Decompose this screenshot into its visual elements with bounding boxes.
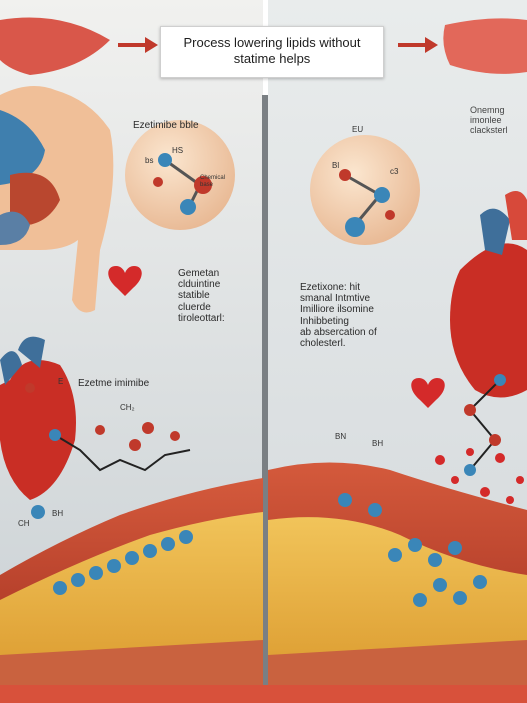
callout-text: Gemetan clduintine statible cluerde tiro… [178, 268, 225, 324]
atom [345, 217, 365, 237]
artery-top-right [443, 18, 527, 74]
atom [464, 404, 476, 416]
atom [95, 425, 105, 435]
arrow-icon [425, 37, 438, 53]
organ-intestine [0, 211, 30, 245]
chain-label: CH [18, 519, 30, 528]
heart-icon [411, 378, 445, 408]
marker-e: E [58, 377, 64, 386]
molecule-chain [54, 434, 191, 472]
atom [49, 429, 61, 441]
heart-vessel [18, 336, 45, 368]
heart-icon [108, 266, 142, 296]
bond [164, 158, 201, 187]
floor-band [0, 685, 527, 703]
anatomical-heart-right [450, 243, 527, 398]
anatomical-heart-left [0, 360, 76, 500]
atom-label: Bl [332, 161, 340, 170]
atom [385, 210, 395, 220]
atom [464, 464, 476, 476]
atom-label: c3 [390, 167, 399, 176]
bond [469, 439, 496, 471]
organ-liver [10, 172, 60, 226]
heart-vessel [0, 351, 22, 385]
artery-top-left [0, 17, 110, 75]
atom-label: Chemical base [200, 175, 226, 188]
molecule-orb-right [310, 135, 420, 245]
atom [180, 199, 196, 215]
title-card: Process lowering lipids without statime … [160, 26, 384, 78]
atom [153, 177, 163, 187]
atom-label: HS [172, 146, 184, 155]
page-title: Process lowering lipids without statime … [183, 35, 361, 67]
panel-divider [262, 95, 268, 695]
atom [374, 187, 390, 203]
atom [494, 374, 506, 386]
atom [339, 169, 351, 181]
heart-vessel [480, 208, 510, 255]
bond [469, 379, 501, 411]
chain-label: BH [372, 439, 384, 448]
atom [25, 383, 35, 393]
atom-label: EU [352, 125, 364, 134]
chain-label: BH [52, 509, 64, 518]
chain-label: BN [335, 432, 347, 441]
atom [129, 439, 141, 451]
molecule-label: Ezetimibe bble [133, 120, 199, 131]
bond [469, 409, 496, 441]
corner-text: Onemng imonlee clacksterl [470, 105, 508, 136]
molecule-orb-left [125, 120, 235, 230]
organ-lungs [0, 110, 45, 185]
cholesterol-chain-left [53, 530, 193, 595]
arrow-icon [145, 37, 158, 53]
cholesterol-chain-right [338, 493, 487, 607]
drug-label: Ezetme imimibe [78, 378, 150, 389]
atom [194, 176, 212, 194]
heart-vessel [505, 191, 527, 240]
atom [142, 422, 154, 434]
chain-label: CH₂ [120, 403, 135, 412]
atom-label: bs [145, 156, 154, 165]
explanation-text: Ezetixone: hit smanal Intmtive Imilliore… [300, 282, 377, 349]
atom [31, 505, 45, 519]
atom [489, 434, 501, 446]
atom [170, 431, 180, 441]
atom [158, 153, 172, 167]
bond [344, 173, 381, 197]
